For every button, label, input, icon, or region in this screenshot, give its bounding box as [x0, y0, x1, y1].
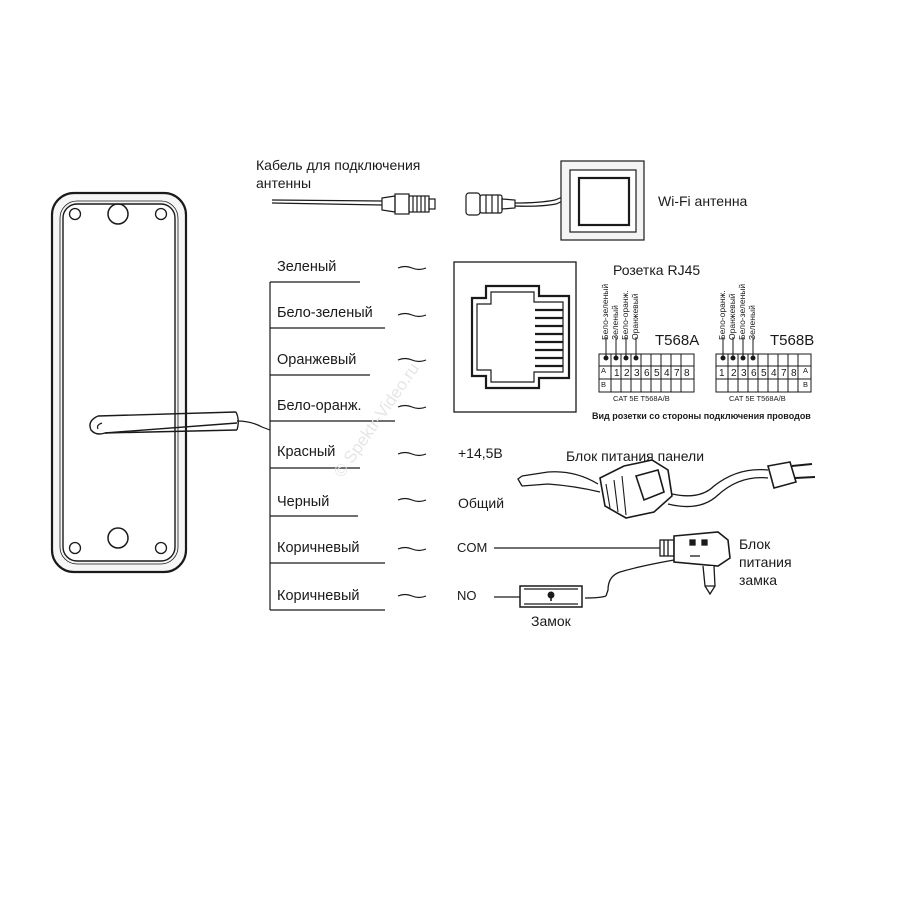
terminal-common-label: Общий: [458, 495, 505, 511]
lock-power-supply-label-line3: замка: [739, 572, 778, 588]
lock-label: Замок: [531, 613, 571, 629]
t568a-pin-number-2: 2: [624, 368, 630, 379]
t568a-pin-number-4: 6: [644, 368, 650, 379]
lock-power-supply-label-line2: питания: [739, 554, 792, 570]
wire-label-black: Черный: [277, 494, 330, 510]
t568b-pin-number-1: 1: [719, 368, 725, 379]
t568a-pin-3-name: Бело-оранж.: [620, 290, 630, 340]
t568b-row-b: B: [803, 380, 809, 389]
t568a-pin-number-1: 1: [614, 368, 620, 379]
t568a-row-b: B: [601, 380, 607, 389]
wire-label-white-green: Бело-зеленый: [277, 305, 373, 321]
terminal-com-label: COM: [457, 540, 488, 555]
t568a-pin-number-6: 4: [664, 368, 670, 379]
wire-bundle: [269, 265, 427, 611]
wire-label-white-orange: Бело-оранж.: [277, 398, 362, 414]
lock-power-supply-label-line1: Блок: [739, 536, 771, 552]
wire-label-brown-com: Коричневый: [277, 540, 360, 556]
panel-power-supply-label: Блок питания панели: [566, 448, 705, 464]
t568b-pin-number-6: 4: [771, 368, 777, 379]
t568b-block: [715, 337, 812, 393]
panel-power-supply: [517, 459, 816, 519]
lock: [494, 585, 583, 608]
t568b-pin-number-3: 3: [741, 368, 747, 379]
wifi-antenna-label: Wi-Fi антенна: [658, 193, 748, 209]
t568a-pin-number-5: 5: [654, 368, 660, 379]
antenna-cable: [271, 192, 566, 216]
t568b-pin-4-name: Зеленый: [747, 305, 757, 340]
rj45-title: Розетка RJ45: [613, 262, 701, 278]
screw-bottom-left: [68, 541, 82, 555]
antenna-cable-label: Кабель для подключения: [256, 157, 421, 173]
t568a-pin-1-name: Бело-зеленый: [600, 283, 610, 340]
t568b-pin-number-2: 2: [731, 368, 737, 379]
terminal-no-label: NO: [457, 588, 477, 603]
t568a-pin-2-name: Зеленый: [610, 305, 620, 340]
lock-power-supply: [494, 531, 731, 599]
screw-top-left: [68, 207, 82, 221]
wire-label-brown-no: Коричневый: [277, 588, 360, 604]
wifi-antenna: [560, 160, 645, 241]
screw-bottom-right: [154, 541, 168, 555]
t568a-row-a: A: [601, 366, 607, 375]
screw-bottom-center: [107, 527, 129, 549]
wire-label-green: Зеленый: [277, 259, 337, 275]
t568b-pin-number-4: 6: [751, 368, 757, 379]
call-panel: [50, 191, 271, 574]
t568a-pin-number-8: 8: [684, 368, 690, 379]
t568a-pin-4-name: Оранжевый: [630, 293, 640, 340]
t568b-pin-number-8: 8: [791, 368, 797, 379]
t568b-label: T568B: [770, 332, 815, 349]
t568b-pin-number-7: 7: [781, 368, 787, 379]
t568a-block: [598, 337, 695, 393]
t568a-pin-number-3: 3: [634, 368, 640, 379]
antenna-cable-label-line2: антенны: [256, 175, 312, 191]
t568b-pin-3-name: Бело-зеленый: [737, 283, 747, 340]
t568a-cat-label: CAT 5E T568A/B: [613, 394, 670, 403]
rj45-caption: Вид розетки со стороны подключения прово…: [592, 411, 811, 421]
t568b-row-a: A: [803, 366, 809, 375]
t568a-label: T568A: [655, 332, 700, 349]
t568a-pin-number-7: 7: [674, 368, 680, 379]
wire-label-orange: Оранжевый: [277, 352, 357, 368]
wire-label-red: Красный: [277, 444, 336, 460]
t568b-pin-2-name: Оранжевый: [727, 293, 737, 340]
screw-top-center: [107, 203, 129, 225]
rj45-socket: [453, 261, 577, 413]
t568b-pin-1-name: Бело-оранж.: [717, 290, 727, 340]
t568b-cat-label: CAT 5E T568A/B: [729, 394, 786, 403]
terminal-plus-label: +14,5В: [458, 445, 503, 461]
screw-top-right: [154, 207, 168, 221]
t568b-pin-number-5: 5: [761, 368, 767, 379]
